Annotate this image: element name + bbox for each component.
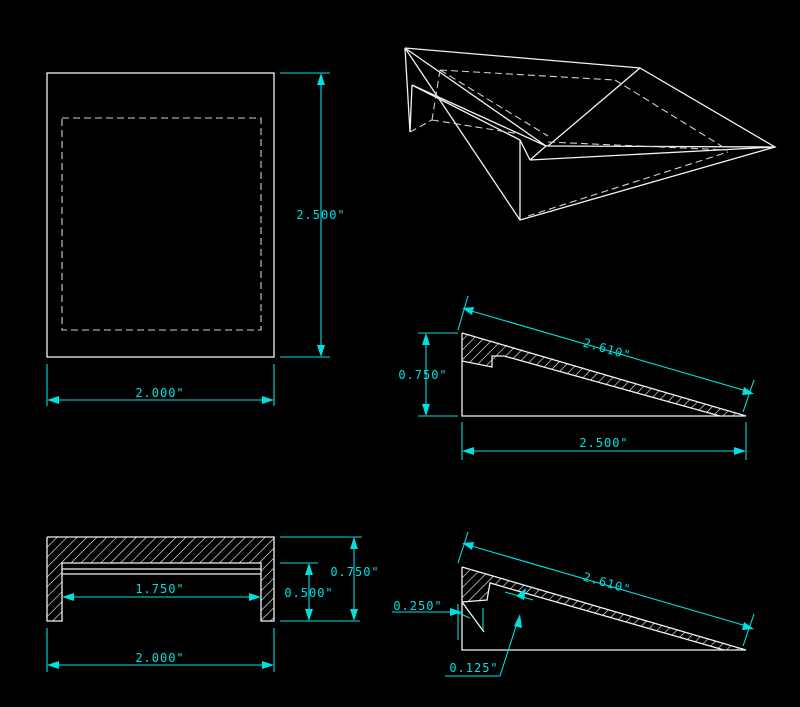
top-view-hidden-cavity: [61, 117, 262, 331]
section-view-outline: [461, 566, 747, 651]
front-view: 1.750" 0.500" 0.750" 2.000": [46, 536, 379, 672]
dimension-label-side-length: 2.500": [579, 436, 628, 450]
dimension-label-front-inner-width: 1.750": [135, 582, 184, 596]
dimension-label-section-slope: 2.610": [581, 570, 632, 597]
dimension-front-inner-width: 1.750": [62, 582, 261, 601]
dimension-label-side-slope: 2.610": [581, 336, 632, 363]
dimension-label-side-height: 0.750": [398, 368, 447, 382]
dimension-label-front-inner-height: 0.500": [284, 586, 333, 600]
dimension-front-inner-height: 0.500": [280, 562, 360, 622]
dimension-label-front-height: 0.750": [330, 565, 379, 579]
dimension-label-front-width: 2.000": [135, 651, 184, 665]
top-view: 2.500" 2.000": [46, 72, 345, 406]
dimension-side-length: 2.500": [461, 422, 747, 460]
dimension-section-thickness: 0.125": [445, 588, 534, 677]
dimension-front-width: 2.000": [46, 628, 275, 672]
dimension-label-top-height: 2.500": [296, 208, 345, 222]
front-view-hatch: [47, 537, 274, 621]
front-view-outline: [46, 536, 275, 622]
dimension-label-section-wall: 0.250": [393, 599, 442, 613]
dimension-front-height: 0.750": [280, 536, 379, 621]
dimension-top-height: 2.500": [280, 72, 345, 358]
dimension-top-width: 2.000": [46, 364, 275, 406]
isometric-view: [404, 47, 777, 221]
section-view: 2.610" 0.250" 0.125": [392, 531, 755, 677]
dimension-side-height: 0.750": [398, 332, 458, 417]
side-view: 2.610" 0.750" 2.500": [398, 295, 755, 460]
top-view-outline: [46, 72, 275, 358]
dimension-section-slope: 2.610": [457, 531, 755, 647]
side-view-outline: [461, 332, 747, 417]
dimension-label-top-width: 2.000": [135, 386, 184, 400]
dimension-section-wall: 0.250": [392, 599, 484, 640]
dimension-label-section-thickness: 0.125": [449, 661, 498, 675]
